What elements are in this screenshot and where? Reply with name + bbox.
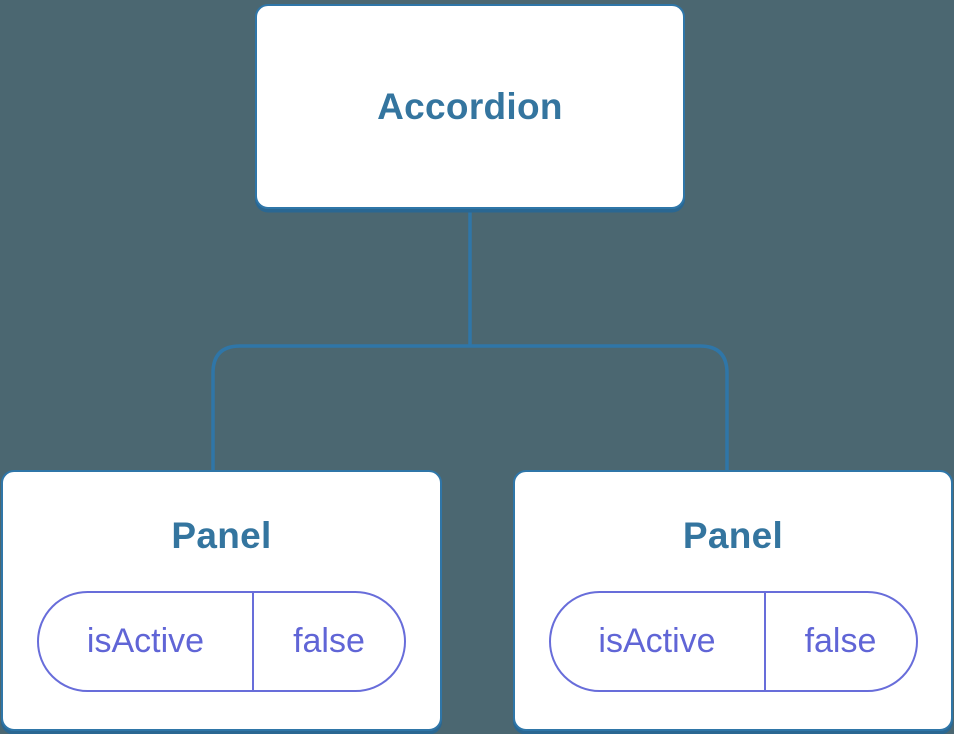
- panel-node-label: Panel: [682, 515, 784, 556]
- state-name: isActive: [86, 622, 205, 660]
- state-pill: isActive false: [37, 591, 406, 692]
- panel-node-right: Panel isActive false: [513, 470, 953, 731]
- panel-node-left: Panel isActive false: [1, 470, 442, 731]
- accordion-node: Accordion: [255, 4, 685, 209]
- state-value: false: [252, 593, 404, 690]
- panel-node-label: Panel: [171, 515, 272, 556]
- accordion-node-label: Accordion: [377, 85, 563, 127]
- state-pill: isActive false: [548, 591, 918, 692]
- connector-branch-rail: [211, 344, 729, 472]
- state-name: isActive: [598, 622, 716, 660]
- state-value: false: [763, 593, 916, 690]
